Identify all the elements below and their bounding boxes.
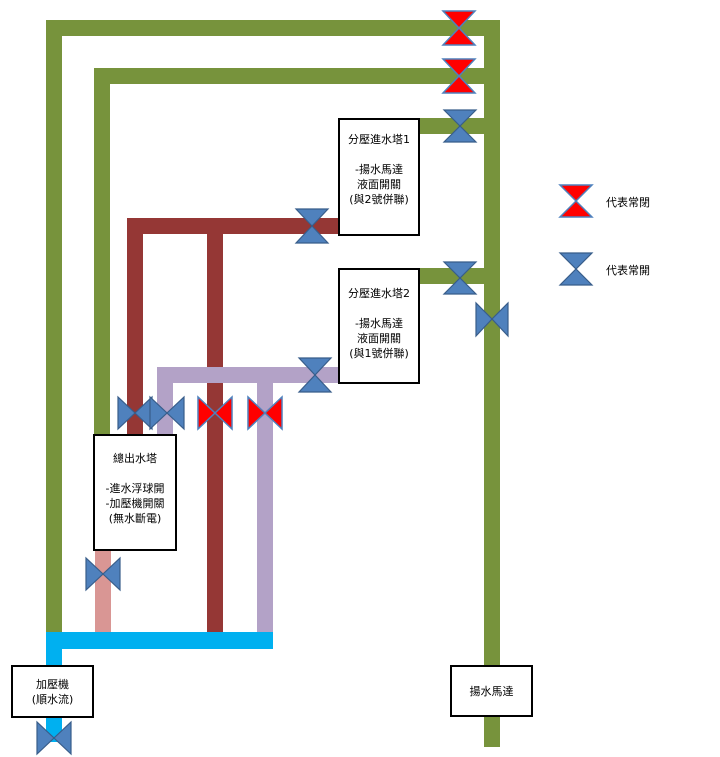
valve-open-darkred	[294, 208, 330, 244]
main-tower-line-1: -進水浮球開	[105, 482, 165, 495]
valve-open-tower1	[442, 109, 478, 143]
valve-open-tower2	[442, 261, 478, 295]
tower1-box: 分壓進水塔1 -揚水馬達 液面開關 (與2號併聯)	[338, 118, 420, 236]
dark-red-pipe-left-vertical	[127, 218, 143, 436]
cyan-pipes	[46, 632, 273, 742]
valve-closed-icon	[558, 184, 594, 218]
dark-red-pipes	[127, 218, 340, 634]
cyan-pipe-horizontal	[46, 632, 273, 649]
booster-box: 加壓機 (順水流)	[11, 665, 94, 718]
valve-closed-top-1	[441, 10, 477, 46]
tower2-line-2: 液面開關	[357, 332, 401, 345]
tower1-line-2: 液面開關	[357, 178, 401, 191]
green-pipe-right-vertical	[484, 20, 500, 747]
green-pipe-inner-vertical	[94, 68, 110, 436]
valve-open-pink	[85, 556, 121, 592]
green-pipe-left-vertical	[46, 20, 62, 635]
tower2-line-3: (與1號併聯)	[349, 347, 409, 360]
valve-closed-darkred-center	[197, 395, 233, 431]
main-tower-title: 總出水塔	[113, 452, 157, 465]
tower2-box: 分壓進水塔2 -揚水馬達 液面開關 (與1號併聯)	[338, 268, 420, 384]
tower1-title: 分壓進水塔1	[348, 133, 410, 146]
tower2-line-1: -揚水馬達	[355, 317, 403, 330]
valve-closed-lavender-right	[247, 395, 283, 431]
cyan-pipe-down	[46, 632, 62, 666]
booster-line-1: (順水流)	[31, 693, 74, 706]
lavender-pipe-horizontal	[157, 367, 340, 383]
dark-red-pipe-horizontal	[127, 218, 340, 234]
tower1-line-1: -揚水馬達	[355, 163, 403, 176]
valve-open-lavender	[297, 357, 333, 393]
lavender-pipe-left-vertical	[157, 367, 173, 436]
dark-red-pipe-center-vertical	[207, 218, 223, 634]
tower1-line-3: (與2號併聯)	[349, 193, 409, 206]
green-pipe-top-horizontal	[46, 20, 500, 36]
legend-closed-label: 代表常閉	[606, 196, 650, 209]
pump-title: 揚水馬達	[469, 685, 514, 698]
green-pipe-tower1-branch	[418, 118, 500, 134]
valve-open-icon	[558, 252, 594, 286]
pump-box: 揚水馬達	[450, 665, 533, 717]
booster-title: 加壓機	[36, 678, 69, 691]
valve-closed-top-2	[441, 58, 477, 94]
green-pipe-second-horizontal	[94, 68, 500, 84]
pink-pipe	[95, 549, 111, 634]
main-tower-line-3: (無水斷電)	[108, 512, 162, 525]
lavender-pipes	[157, 367, 340, 634]
main-tower-line-2: -加壓機開關	[105, 497, 165, 510]
valve-open-right-vertical	[475, 301, 509, 338]
valve-open-booster-outlet	[36, 720, 72, 756]
valve-open-lavender-left	[149, 395, 185, 431]
tower2-title: 分壓進水塔2	[348, 287, 410, 300]
legend-open-label: 代表常開	[606, 264, 650, 277]
main-tower-box: 總出水塔 -進水浮球開 -加壓機開關 (無水斷電)	[93, 434, 177, 551]
lavender-pipe-right-vertical	[257, 367, 273, 634]
